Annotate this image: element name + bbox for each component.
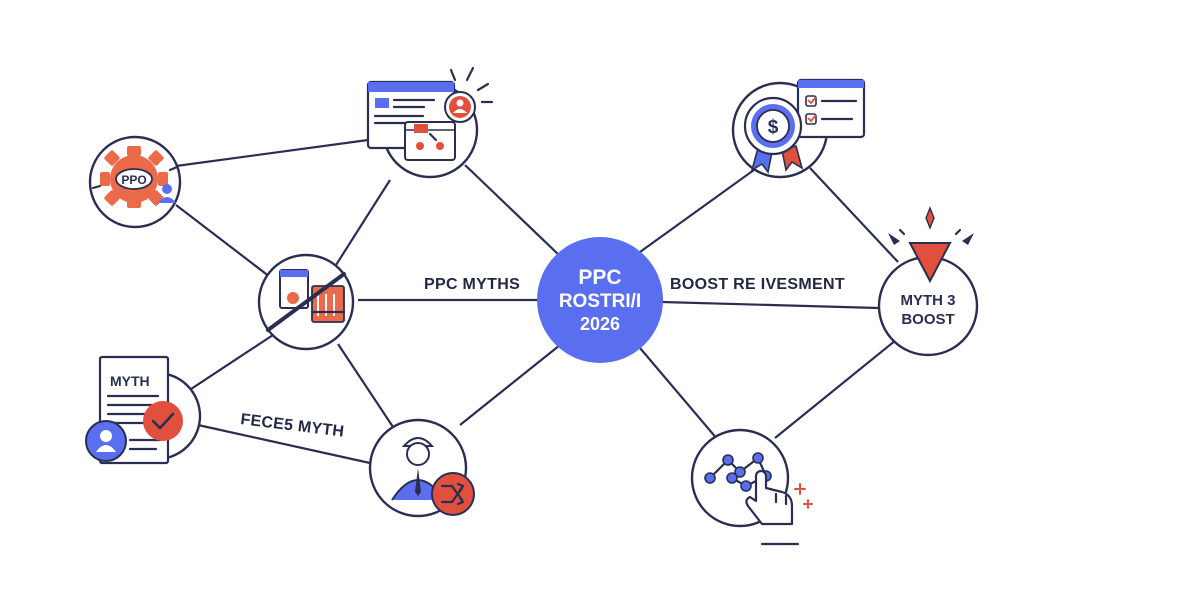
hub-subtitle: ROSTRI/I [559,291,641,312]
hub-title: PPC [578,266,621,289]
sparkle-icon [794,483,813,509]
myth-doc-label: MYTH [110,373,150,389]
person-badge-icon [444,91,476,123]
building-icon [279,269,346,323]
node-myth-boost[interactable]: MYTH 3 BOOST [877,206,979,357]
checklist-window-icon [796,78,866,139]
gear-icon [100,146,168,208]
myth-boost-line1: MYTH 3 [900,292,955,309]
shuffle-icon [431,472,475,516]
pointer-hand-icon [745,469,800,546]
warning-triangle-icon [908,242,952,284]
line-graph-icon [704,452,772,492]
dollar-badge-icon: $ [743,96,804,174]
node-advisor[interactable] [368,418,475,518]
gear-label: PPO [121,173,146,187]
edge-myth3-to-analytics [774,339,897,439]
edge-hub-to-money [639,161,766,253]
card-icon [404,121,456,161]
person-icon [391,437,445,501]
node-analytics[interactable] [690,428,813,546]
hub-circle [537,237,663,363]
edge-myth-to-advisor [197,423,371,465]
node-ppc-gear[interactable]: PPO [88,135,182,229]
hub-node[interactable]: PPC ROSTRI/I 2026 [537,237,663,363]
node-myth-doc[interactable]: MYTH [85,355,202,465]
edge-web-to-hub [464,164,561,257]
person-icon [158,184,176,203]
spark-icon [888,206,974,245]
edge-ppc-to-ban [175,204,275,281]
user-icon [85,420,127,462]
edge-advisor-to-hub [459,344,561,426]
edge-money-to-myth3 [809,167,899,263]
edge-hub-to-analytics [639,347,719,441]
slash-icon [266,272,346,332]
svg-text:$: $ [768,117,779,138]
edge-web-to-ban [335,179,391,266]
edge-ban-to-advisor [337,343,396,431]
edge-ban-to-myth [184,332,277,394]
edges [175,138,899,465]
edge-label-feces-myth: FECE5 MYTH [240,411,346,441]
hub-year: 2026 [580,314,620,334]
check-icon [143,401,183,441]
edge-label-boost-reinvestment: BOOST RE IVESMENT [670,276,845,293]
node-web-browser[interactable] [366,66,494,179]
motion-marks [91,165,179,190]
gear-icon [287,292,299,304]
edge-ppc-to-web [175,138,369,168]
myth-boost-line2: BOOST [901,311,954,328]
edge-hub-to-myth3 [661,300,879,310]
node-ban-store[interactable] [257,253,355,351]
node-money-badge[interactable]: $ [731,78,866,179]
edge-label-ppc-myths: PPC MYTHS [424,276,520,293]
sparkle-icon [449,66,494,104]
